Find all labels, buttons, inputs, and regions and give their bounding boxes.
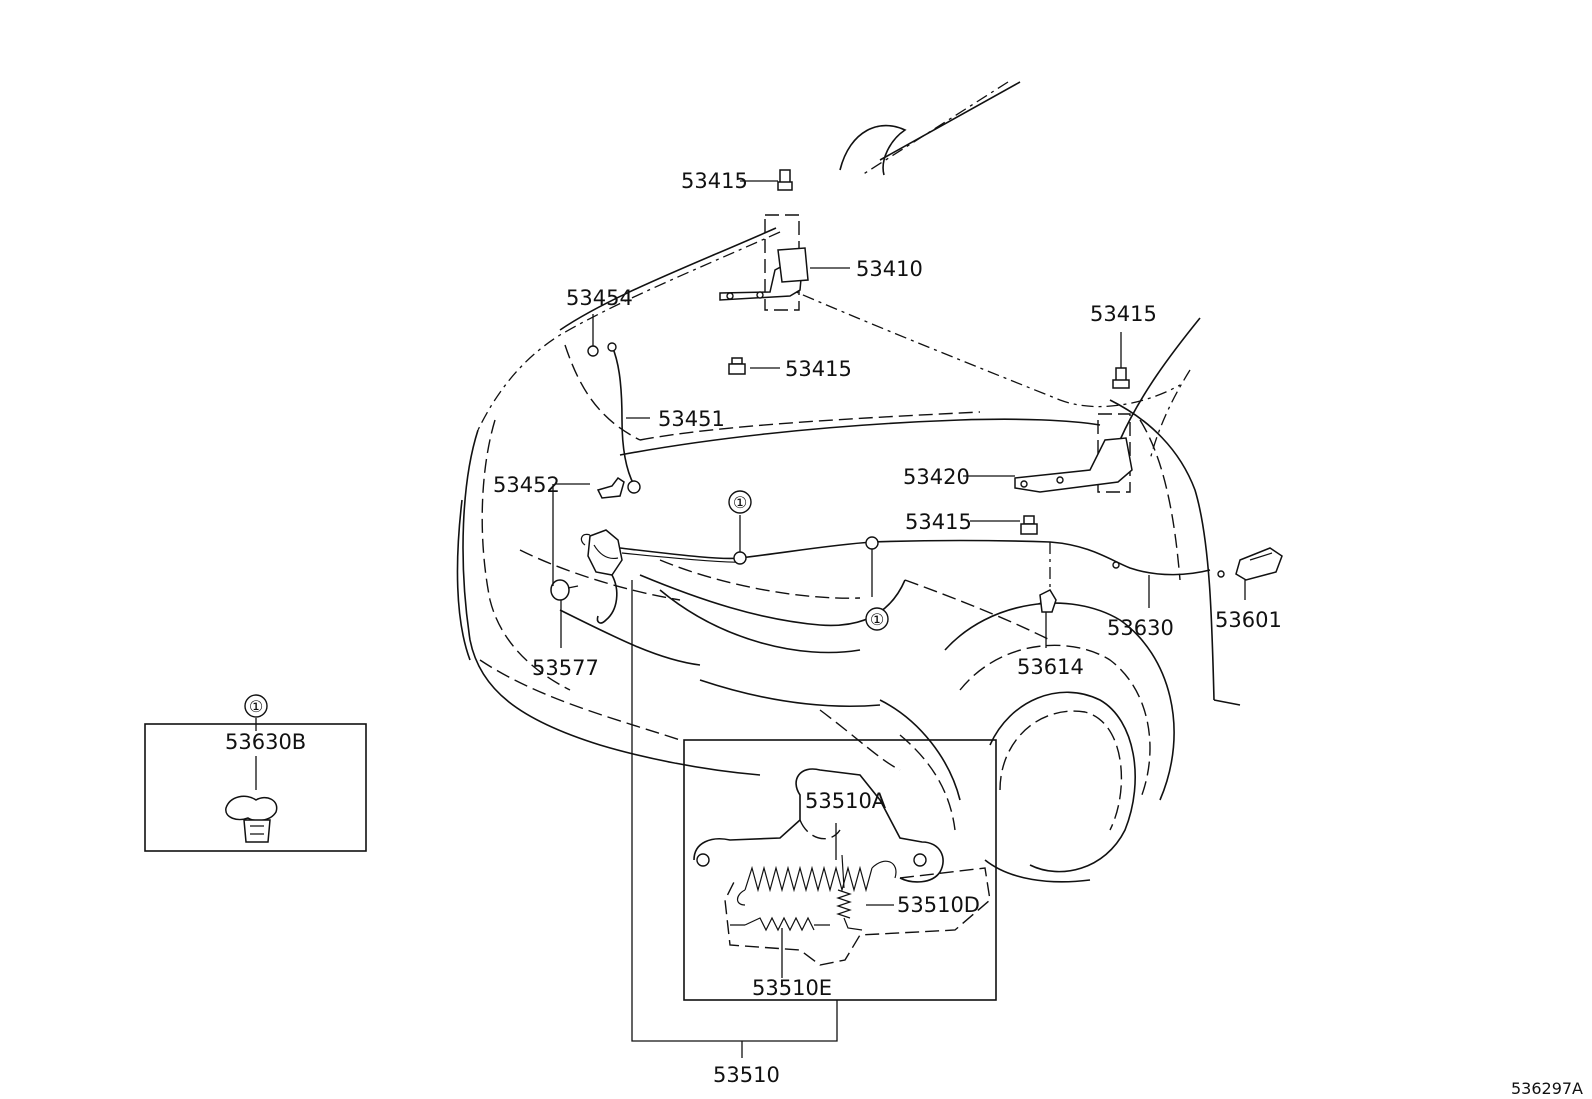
label-53420: 53420 bbox=[903, 465, 970, 489]
hood-hinge-left bbox=[719, 214, 809, 311]
inset-lock-detail bbox=[683, 739, 997, 1001]
vehicle-body-outline bbox=[456, 81, 1241, 883]
svg-text:①: ① bbox=[870, 610, 884, 629]
callout-circle-1: ① bbox=[244, 694, 268, 718]
holder-53452 bbox=[596, 476, 625, 499]
label-53410: 53410 bbox=[856, 257, 923, 281]
cable-clamp bbox=[733, 551, 747, 565]
label-53452: 53452 bbox=[493, 473, 560, 497]
label-53510D: 53510D bbox=[897, 893, 980, 917]
hood-lock-assembly bbox=[580, 529, 623, 624]
label-53415: 53415 bbox=[905, 510, 972, 534]
clamp-53614 bbox=[1039, 589, 1057, 613]
label-53601: 53601 bbox=[1215, 608, 1282, 632]
label-53630: 53630 bbox=[1107, 616, 1174, 640]
callout-circle-1: ① bbox=[865, 607, 889, 631]
release-lever-53601 bbox=[1112, 547, 1283, 581]
cable-clamp bbox=[865, 536, 879, 550]
svg-text:①: ① bbox=[733, 493, 747, 512]
hood-support-rod bbox=[607, 342, 641, 494]
label-53510E: 53510E bbox=[752, 976, 832, 1000]
label-53415: 53415 bbox=[1090, 302, 1157, 326]
svg-text:①: ① bbox=[249, 697, 263, 716]
label-53510A: 53510A bbox=[805, 789, 887, 813]
leader-lines bbox=[255, 180, 1246, 1058]
bolt-53415-top bbox=[777, 169, 793, 191]
label-53630B: 53630B bbox=[225, 730, 306, 754]
label-53415: 53415 bbox=[785, 357, 852, 381]
callout-circle-1: ① bbox=[728, 490, 752, 514]
bolt-53415-right-lower bbox=[1020, 515, 1038, 535]
label-53451: 53451 bbox=[658, 407, 725, 431]
hood-cushion-53577 bbox=[550, 579, 579, 601]
label-53614: 53614 bbox=[1017, 655, 1084, 679]
label-53577: 53577 bbox=[532, 656, 599, 680]
inset-clip-53630B bbox=[144, 723, 367, 852]
label-53415: 53415 bbox=[681, 169, 748, 193]
bolt-53415-right-top bbox=[1112, 367, 1130, 389]
label-53510: 53510 bbox=[713, 1063, 780, 1087]
cushion-53454 bbox=[587, 345, 599, 357]
label-53454: 53454 bbox=[566, 286, 633, 310]
hood-hinge-right bbox=[1014, 413, 1133, 493]
bolt-53415-hinge-lower bbox=[728, 357, 746, 375]
release-cable bbox=[619, 536, 1211, 606]
diagram-id: 536297A bbox=[1511, 1079, 1583, 1098]
